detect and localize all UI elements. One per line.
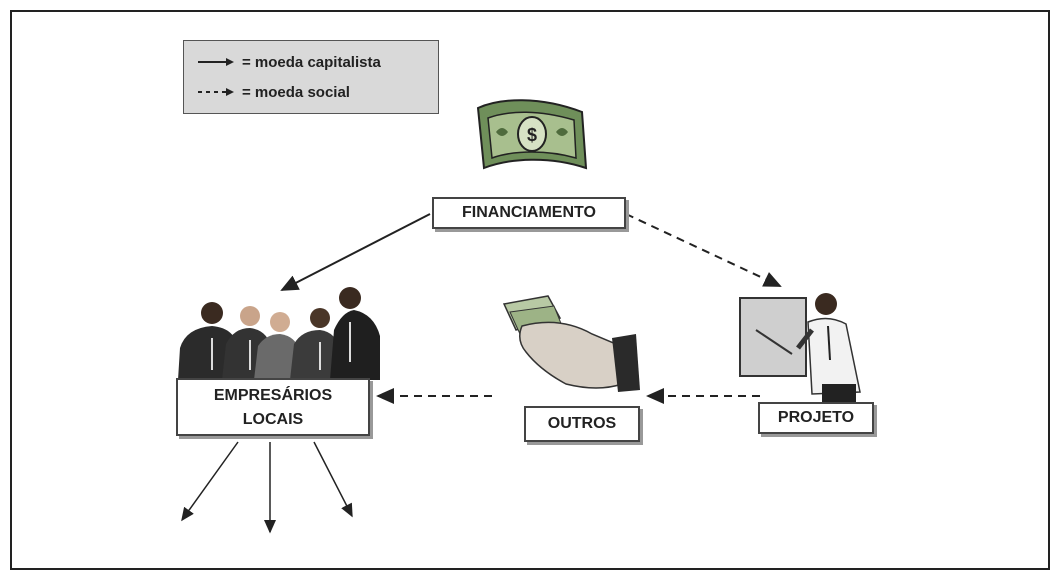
solid-arrow-icon (198, 58, 234, 66)
arrow-financiamento-to-empresarios (280, 213, 431, 291)
arrow-empresarios-down-right (313, 441, 353, 518)
legend-row-capitalist: = moeda capitalista (196, 49, 381, 75)
node-outros-label: OUTROS (547, 415, 617, 432)
dashed-arrow-financiamento-to-projeto (625, 213, 782, 287)
node-financiamento: FINANCIAMENTO (432, 197, 626, 229)
presenter-icon (739, 293, 861, 402)
money-bill-icon: $ (476, 99, 588, 170)
svg-text:$: $ (527, 125, 537, 145)
node-empresarios-line2: LOCAIS (242, 411, 304, 428)
business-people-icon (178, 287, 380, 380)
legend-social-label: = moeda social (242, 83, 350, 101)
diagram-canvas: $ (178, 99, 861, 534)
legend-capitalist-label: = moeda capitalista (242, 53, 381, 71)
legend-row-social: = moeda social (196, 79, 350, 105)
node-empresarios-line1: EMPRESÁRIOS (213, 387, 333, 404)
arrow-empresarios-down-left (181, 441, 239, 522)
dashed-arrow-icon (198, 88, 234, 96)
node-empresarios-locais: EMPRESÁRIOS LOCAIS (176, 378, 370, 436)
hand-with-money-icon (502, 295, 640, 392)
node-financiamento-label: FINANCIAMENTO (462, 204, 596, 221)
node-projeto-label: PROJETO (777, 409, 855, 426)
node-outros: OUTROS (524, 406, 640, 442)
legend: = moeda capitalista = moeda social (183, 40, 439, 114)
node-projeto: PROJETO (758, 402, 874, 434)
